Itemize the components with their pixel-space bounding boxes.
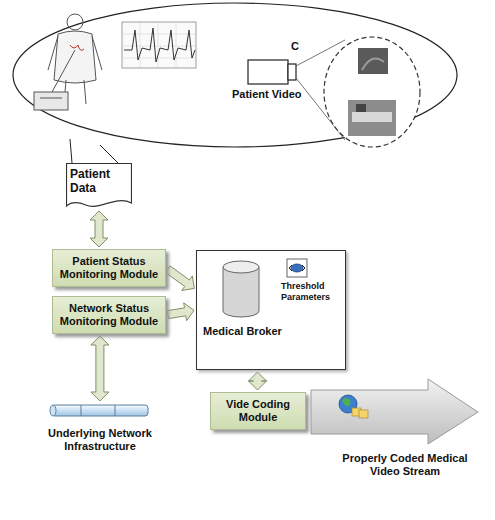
block-arrow [249, 372, 267, 390]
document-path [67, 164, 132, 207]
arrow-polygon [311, 379, 478, 444]
block-arrow [167, 303, 194, 321]
globe-land [342, 398, 355, 409]
module-box: Network Status Monitoring Module [52, 296, 166, 334]
icon-eye [291, 264, 303, 272]
block-arrow [165, 266, 194, 291]
block-arrow [90, 211, 108, 247]
ecg-chart [122, 22, 196, 68]
file-icon [359, 410, 368, 418]
block-arrow [91, 336, 109, 401]
camera-letter: C [291, 40, 299, 53]
stream-label: Properly Coded Medical Video Stream [330, 452, 480, 478]
document-shape: Patient Data [66, 163, 132, 209]
icon-frame [287, 259, 307, 277]
patient-figure [34, 14, 102, 110]
pipe-ticks [81, 405, 115, 416]
pipe-end [50, 405, 56, 416]
broker-box: Medical Broker Threshold Parameters [196, 250, 346, 370]
network-pipe: Underlying Network Infrastructure [40, 403, 160, 458]
leader-line [100, 145, 118, 163]
globe-icon [339, 395, 368, 418]
leader-line [70, 139, 72, 163]
broker-icons [197, 251, 345, 369]
camera-label: Patient Video [232, 88, 301, 101]
pipe-shape [49, 403, 151, 419]
database-cylinder [223, 261, 259, 317]
module-box: Vide Coding Module [210, 392, 306, 430]
document-title: Patient Data [70, 167, 128, 195]
module-title: Vide Coding Module [216, 398, 300, 424]
module-title: Patient Status Monitoring Module [58, 255, 160, 281]
stream-arrow: Properly Coded Medical Video Stream [310, 378, 482, 478]
scene-ellipse [13, 3, 457, 147]
threshold-label: Threshold Parameters [281, 281, 343, 303]
broker-title: Medical Broker [203, 325, 282, 338]
video-frames [324, 37, 420, 147]
pipe-body [52, 405, 148, 416]
cylinder-top [223, 261, 259, 273]
cylinder-body [223, 267, 259, 317]
stream-arrow-shape [310, 378, 482, 446]
icon-brackets [289, 265, 305, 271]
threshold-icon [287, 259, 307, 277]
network-label: Underlying Network Infrastructure [40, 427, 160, 453]
module-box: Patient Status Monitoring Module [52, 249, 166, 287]
module-title: Network Status Monitoring Module [58, 302, 160, 328]
